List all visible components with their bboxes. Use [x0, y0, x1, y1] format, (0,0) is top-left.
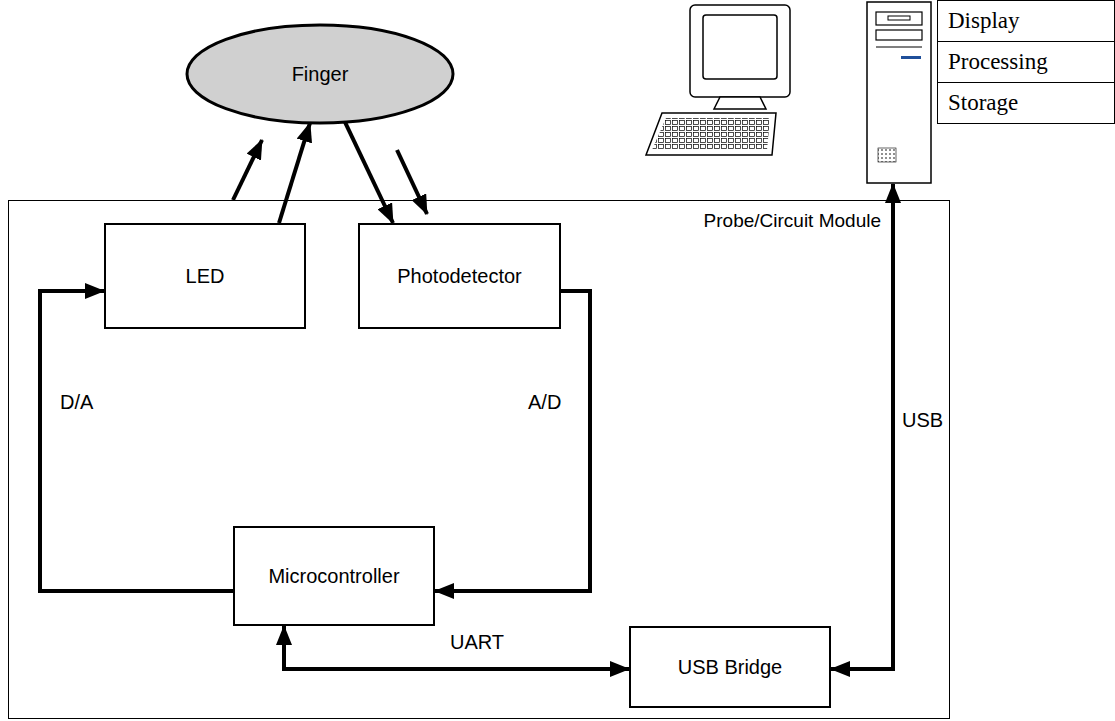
- node-label: Photodetector: [397, 264, 522, 288]
- drive-bay: [876, 30, 922, 40]
- signal-label: A/D: [526, 390, 563, 414]
- signal-label: D/A: [58, 390, 95, 414]
- signal-label: UART: [448, 630, 506, 654]
- process-box: LED: [104, 223, 306, 329]
- keyboard: [646, 113, 776, 155]
- finger-ellipse: Finger: [185, 23, 455, 125]
- signal-label: USB: [900, 408, 945, 432]
- process-box: USB Bridge: [629, 626, 831, 708]
- signal-connector: [279, 123, 310, 223]
- table-cell: Storage: [937, 82, 1115, 124]
- floppy-slot: [901, 56, 921, 59]
- monitor-body: [690, 5, 790, 97]
- light-ray-arrow: [233, 140, 262, 200]
- finger-shape: [187, 25, 453, 123]
- drive-bay: [876, 12, 922, 25]
- node-label: Microcontroller: [268, 564, 399, 588]
- signal-connector: [831, 184, 893, 669]
- signal-connector: [40, 291, 233, 591]
- drive-slot: [888, 16, 910, 20]
- process-box: Microcontroller: [233, 526, 435, 626]
- node-label: LED: [186, 264, 225, 288]
- computer-icon: [646, 2, 931, 183]
- light-ray-arrow: [397, 150, 427, 214]
- table-cell: Display: [937, 0, 1115, 42]
- computer-node: DisplayProcessingStorage: [640, 0, 1115, 184]
- signal-connector: [435, 291, 590, 591]
- process-box: Photodetector: [358, 223, 561, 329]
- signal-connector: [284, 626, 629, 669]
- tower-vents: [878, 148, 896, 162]
- table-cell: Processing: [937, 41, 1115, 83]
- node-label: USB Bridge: [678, 655, 783, 679]
- monitor-stand: [714, 97, 766, 109]
- computer-tower: [867, 2, 931, 183]
- keyboard-keys: [652, 118, 770, 150]
- group-heading: Probe/Circuit Module: [704, 209, 881, 232]
- signal-connector: [345, 122, 393, 223]
- monitor-screen: [703, 15, 777, 79]
- node-label: Finger: [292, 62, 349, 86]
- tower-seam: [876, 47, 922, 48]
